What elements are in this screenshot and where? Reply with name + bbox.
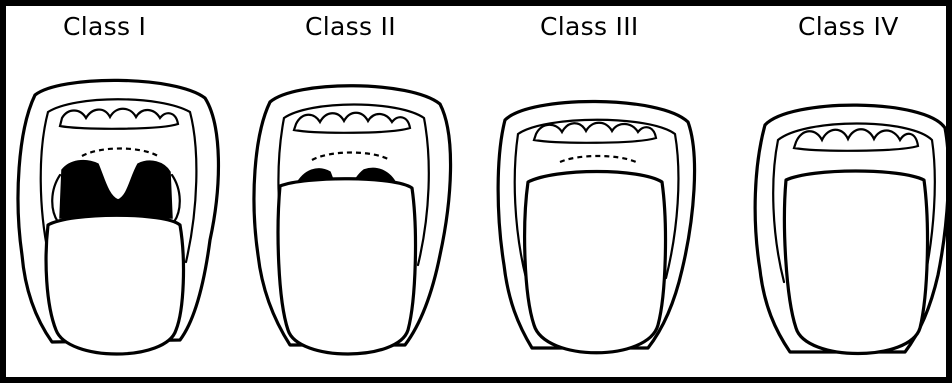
- class-1-tongue: [46, 215, 183, 354]
- class-2-tongue: [278, 179, 415, 354]
- class-4-tongue: [784, 171, 927, 354]
- class-4-upper-teeth: [794, 129, 918, 151]
- class-1-mouth: [18, 80, 218, 354]
- class-1-upper-teeth: [60, 109, 178, 129]
- class-3-tongue: [525, 172, 666, 353]
- class-4-mouth: [755, 105, 948, 353]
- class-1-pharynx: [60, 161, 172, 218]
- class-3-mouth: [498, 101, 694, 352]
- class-2-upper-teeth: [294, 113, 410, 133]
- class-3-upper-teeth: [534, 123, 656, 143]
- class-2-mouth: [254, 86, 451, 354]
